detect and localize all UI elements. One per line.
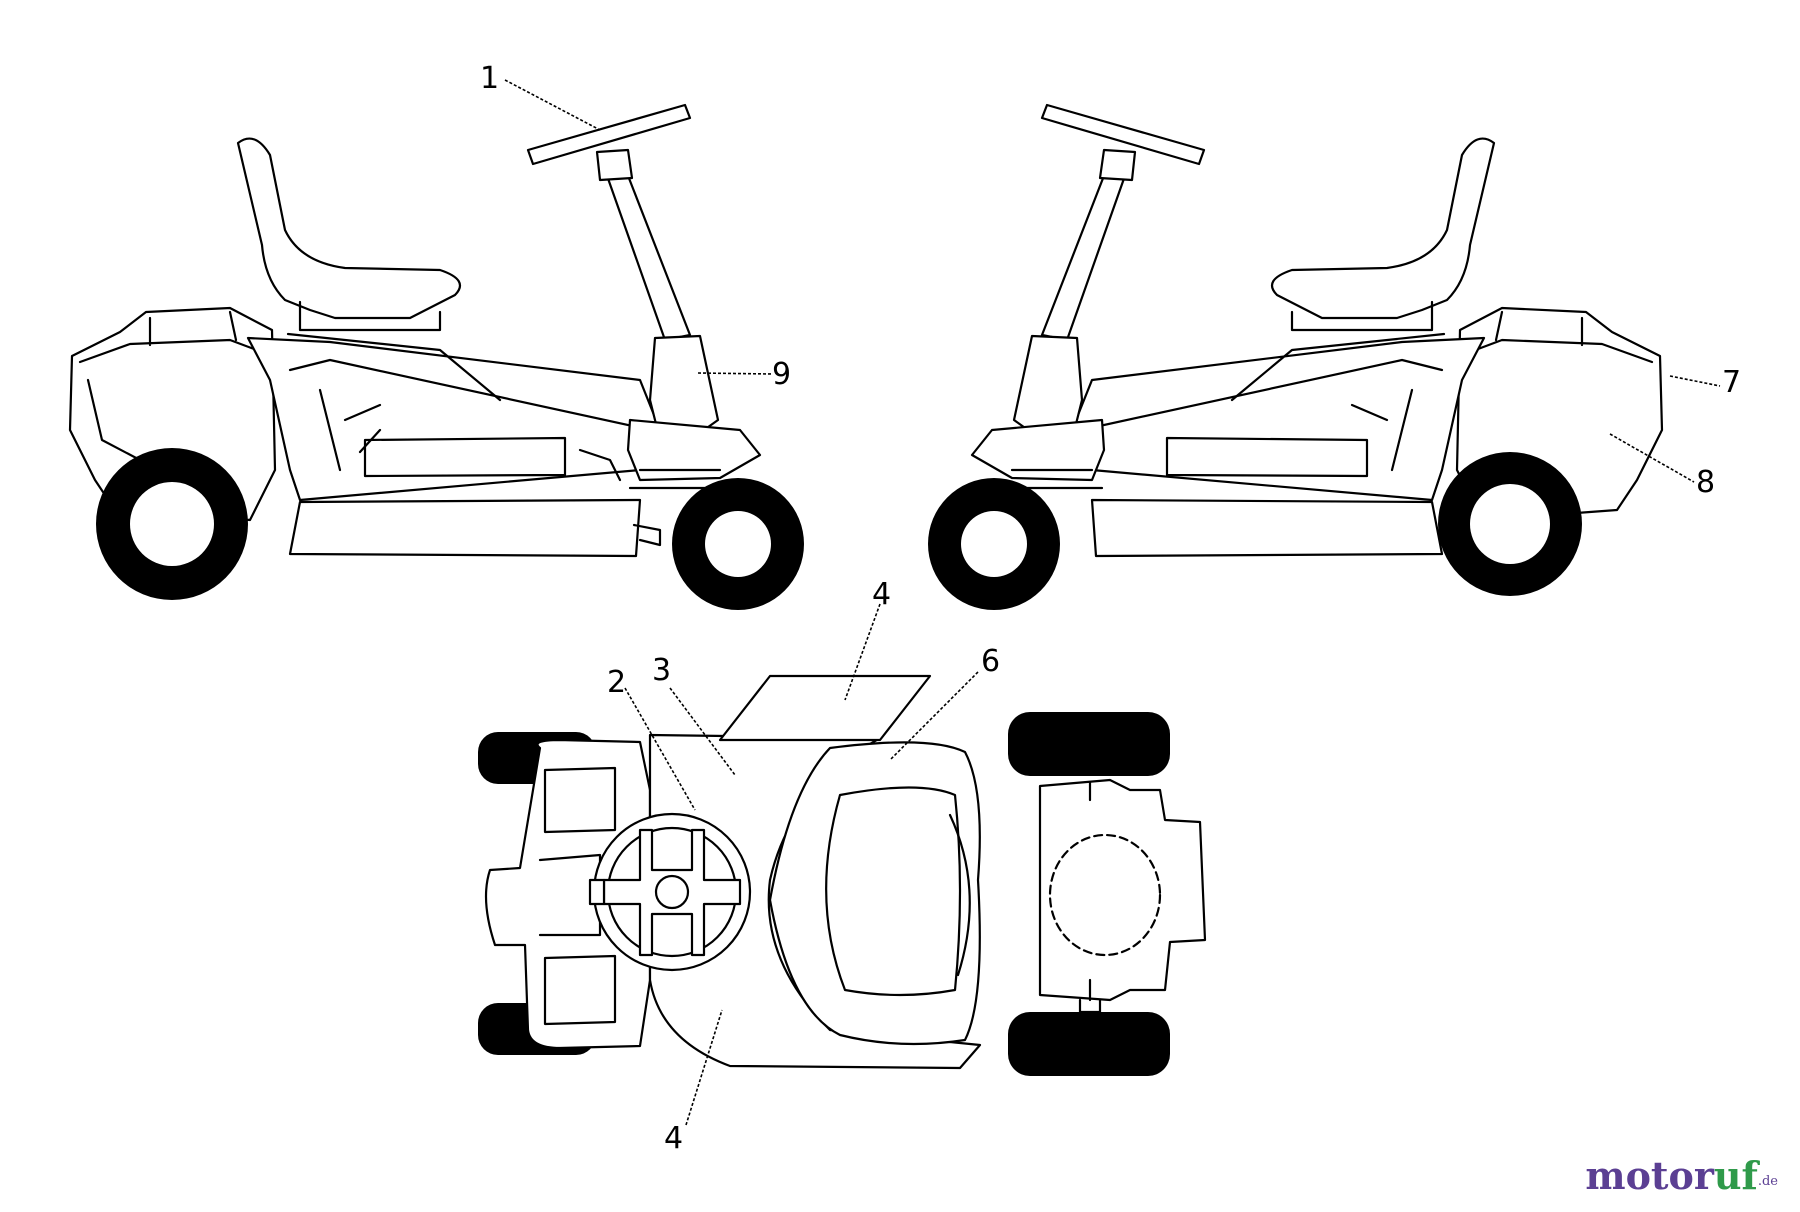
steering-wheel-left (526, 103, 692, 166)
left-side-view (68, 103, 804, 610)
callout-4-bottom: 4 (664, 1121, 683, 1156)
mower-deck-left (288, 498, 642, 558)
callout-7: 7 (1722, 365, 1741, 400)
watermark-suffix: .de (1757, 1174, 1778, 1189)
top-wheel-rear-left (1008, 712, 1170, 776)
top-engine (1038, 778, 1207, 1002)
callout-labels: 1 2 3 4 4 6 7 8 9 (480, 61, 1741, 1156)
seat-left (236, 137, 462, 320)
top-view (478, 674, 1207, 1076)
callout-4-top: 4 (872, 577, 891, 612)
callout-6: 6 (981, 644, 1000, 679)
engine-housing-left (68, 306, 277, 522)
watermark-part1: motor (1585, 1153, 1714, 1198)
steering-column-left (603, 166, 692, 342)
motoruf-watermark: motoruf.de (1585, 1153, 1778, 1198)
callout-9: 9 (772, 357, 791, 392)
watermark-part2: uf (1713, 1153, 1758, 1198)
callout-1: 1 (480, 61, 499, 96)
callout-8: 8 (1696, 465, 1715, 500)
top-decal (718, 674, 932, 742)
leader-lines (504, 79, 1721, 1126)
top-wheel-rear-right (1008, 1012, 1170, 1076)
callout-3: 3 (652, 653, 671, 688)
callout-2: 2 (607, 665, 626, 700)
front-frame (484, 738, 652, 1050)
right-side-view (928, 103, 1664, 610)
